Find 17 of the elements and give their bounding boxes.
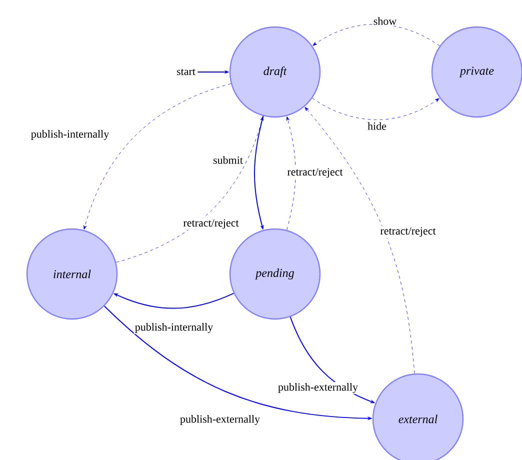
edge-label: publish-externally xyxy=(276,382,360,394)
edge-label: show xyxy=(372,16,398,26)
edge-label: publish-internally xyxy=(134,322,214,334)
transition-arrow xyxy=(286,116,296,230)
transition-arrow xyxy=(116,116,264,262)
edge-label: submit xyxy=(212,155,244,165)
state-label: start xyxy=(177,68,196,76)
transition-arrow xyxy=(312,98,440,120)
edge-label: retract/reject xyxy=(182,218,240,230)
transition-arrow xyxy=(83,84,232,230)
edge-label: retract/reject xyxy=(286,167,344,179)
transition-arrow xyxy=(312,24,440,46)
edge-label: publish-internally xyxy=(30,129,110,141)
transition-arrow xyxy=(304,106,415,374)
edge-label: publish-externally xyxy=(179,414,262,426)
edge-label: retract/reject xyxy=(379,226,437,238)
edge-label: hide xyxy=(366,121,388,131)
